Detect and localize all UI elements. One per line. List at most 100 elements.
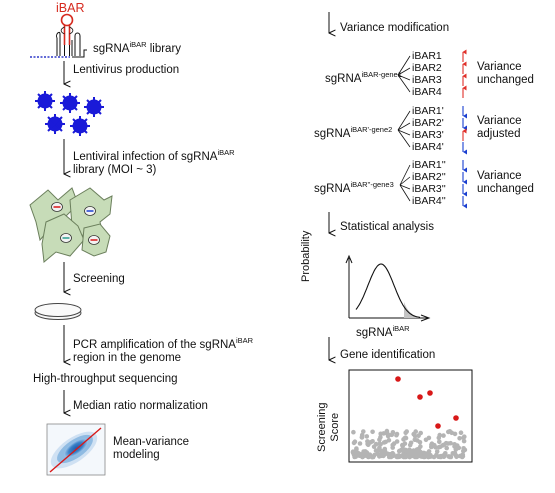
background-dot [376, 447, 382, 452]
background-dot [379, 449, 385, 455]
background-dot [438, 453, 443, 459]
ibar-g1-4: iBAR4 [412, 86, 442, 98]
gene2-label: sgRNAiBAR'-gene2 [314, 125, 393, 140]
background-dot [373, 441, 379, 447]
background-dot [452, 444, 457, 449]
background-dot [357, 441, 363, 446]
background-dot [436, 445, 442, 450]
step-gene-identification: Gene identification [340, 349, 436, 361]
background-dot [444, 445, 450, 451]
step-variance-modification: Variance modification [340, 22, 450, 34]
background-dot [440, 443, 446, 448]
step-sequencing: High-throughput sequencing [33, 373, 178, 385]
ibar-g3-3: iBAR3'' [412, 183, 446, 195]
background-dot [408, 440, 414, 446]
background-dot [403, 435, 409, 441]
step-normalization: Median ratio normalization [73, 400, 208, 412]
background-dot [361, 429, 366, 434]
ibar-label: iBAR [56, 1, 85, 15]
lentivirus-icon [35, 91, 104, 136]
prob-ylabel: Probability [300, 230, 312, 282]
background-dot [404, 453, 409, 459]
infected-cells-icon [29, 187, 113, 263]
background-dot [378, 431, 384, 437]
background-dot [448, 440, 453, 446]
background-dot [415, 452, 420, 458]
step-lentivirus: Lentivirus production [73, 64, 180, 76]
step-infection: Lentiviral infection of sgRNAiBAR librar… [73, 148, 235, 176]
background-dot [390, 430, 396, 435]
background-dot [377, 437, 382, 443]
background-dot [462, 434, 467, 440]
ibar-g1-1: iBAR1 [412, 50, 442, 62]
background-dot [411, 448, 416, 453]
gene1-label: sgRNAiBAR-gene1 [325, 70, 402, 85]
petri-dish-icon [34, 303, 82, 320]
background-dot [352, 439, 358, 445]
background-dot [423, 451, 429, 456]
background-dot [351, 429, 356, 435]
background-dot [400, 442, 405, 448]
background-dot [352, 454, 357, 460]
background-dot [394, 432, 399, 438]
hit-dot [417, 394, 423, 400]
background-dot [394, 439, 400, 444]
background-dot [452, 431, 458, 437]
background-dot [359, 435, 365, 440]
background-dot [441, 433, 446, 438]
background-dot [428, 452, 433, 458]
background-dot [378, 442, 383, 447]
mean-variance-plot-icon [46, 423, 106, 476]
background-dot [361, 449, 366, 454]
background-dot [395, 453, 400, 459]
background-dot [442, 452, 448, 457]
background-dot [461, 438, 467, 444]
background-dot [382, 446, 388, 452]
background-dot [458, 430, 464, 436]
ibar-g1-2: iBAR2 [412, 62, 442, 74]
ibar-g2-3: iBAR3' [412, 129, 444, 141]
background-dot [387, 452, 392, 458]
prob-xlabel: sgRNAiBAR [356, 324, 410, 339]
background-dot [407, 448, 413, 453]
background-dot [450, 451, 456, 456]
ibar-g3-1: iBAR1'' [412, 159, 446, 171]
background-dot [365, 452, 371, 458]
background-dot [386, 438, 392, 443]
background-dot [390, 442, 396, 448]
background-dot [431, 454, 437, 460]
hit-dot [435, 423, 441, 429]
background-dot [447, 454, 453, 460]
background-dot [436, 435, 442, 441]
ibar-g3-4: iBAR4'' [412, 195, 446, 207]
step-screening: Screening [73, 273, 125, 285]
background-dot [446, 429, 451, 435]
background-dot [370, 429, 375, 435]
gene3-label: sgRNAiBAR''-gene3 [314, 180, 394, 195]
ibar-g2-4: iBAR4' [412, 141, 444, 153]
background-dot [377, 454, 382, 459]
background-dot [431, 443, 437, 448]
background-dot [364, 434, 370, 439]
background-dot [411, 431, 417, 437]
background-dot [423, 437, 429, 443]
background-dot [459, 454, 465, 460]
background-dot [404, 429, 410, 434]
ibar-g1-3: iBAR3 [412, 74, 442, 86]
background-dot [416, 446, 422, 452]
hit-dot [453, 415, 459, 421]
probability-plot [345, 254, 431, 322]
background-dot [370, 439, 375, 444]
background-dot [421, 454, 426, 460]
background-dot [410, 453, 416, 459]
ibar-g2-1: iBAR1' [412, 105, 444, 117]
step-statistical-analysis: Statistical analysis [340, 221, 434, 233]
background-dot [360, 454, 365, 459]
hit-dot [395, 376, 401, 382]
background-dot [365, 442, 371, 448]
background-dot [401, 447, 407, 453]
